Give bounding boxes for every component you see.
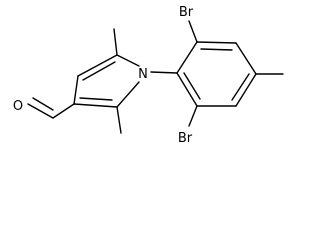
benzene-bond-6-outer	[176, 72, 198, 107]
aldehyde-group: O	[13, 97, 75, 119]
pyrrole-bond-c4-c5-inner	[82, 61, 116, 81]
pyrrole-bond-c5-n	[116, 54, 140, 67]
benzene-bond-2-outer	[196, 41, 237, 44]
benzene-bond-1	[176, 41, 198, 74]
structure-canvas: O N	[13, 5, 284, 146]
benzene-bond-4-inner	[231, 73, 250, 101]
pyrrole-bond-c2-c3-inner	[79, 97, 113, 101]
aldehyde-c-c-bond	[52, 103, 75, 119]
oxygen-label: O	[13, 99, 23, 114]
pyrrole-bond-c4-c5-outer	[77, 54, 118, 77]
benzene-bond-4-outer	[235, 73, 257, 107]
co-double-bond-outer	[27, 103, 54, 119]
n-aryl-bond	[150, 71, 178, 74]
c-br-bond-top	[188, 20, 198, 43]
co-double-bond-inner	[32, 97, 54, 111]
pyrrole-methyl-bottom	[116, 106, 122, 134]
pyrrole-bond-c3-c4	[73, 75, 79, 105]
benzene-ring	[176, 41, 257, 107]
benzene-bond-2-inner	[200, 48, 233, 51]
molecule-structure: O N	[13, 5, 284, 146]
pyrrole-bond-c2-c3-outer	[73, 103, 118, 108]
pyrrole-methyl-top	[113, 28, 118, 56]
bromine-label-top: Br	[179, 5, 194, 20]
benzene-bond-6-inner	[183, 72, 201, 100]
pyrrole-ring: N	[73, 54, 148, 108]
c-br-bond-bottom	[188, 105, 198, 127]
bromine-label-bottom: Br	[178, 131, 193, 146]
benzene-bond-3	[235, 42, 257, 75]
nitrogen-label: N	[138, 67, 148, 82]
pyrrole-bond-n-c2	[116, 81, 140, 108]
